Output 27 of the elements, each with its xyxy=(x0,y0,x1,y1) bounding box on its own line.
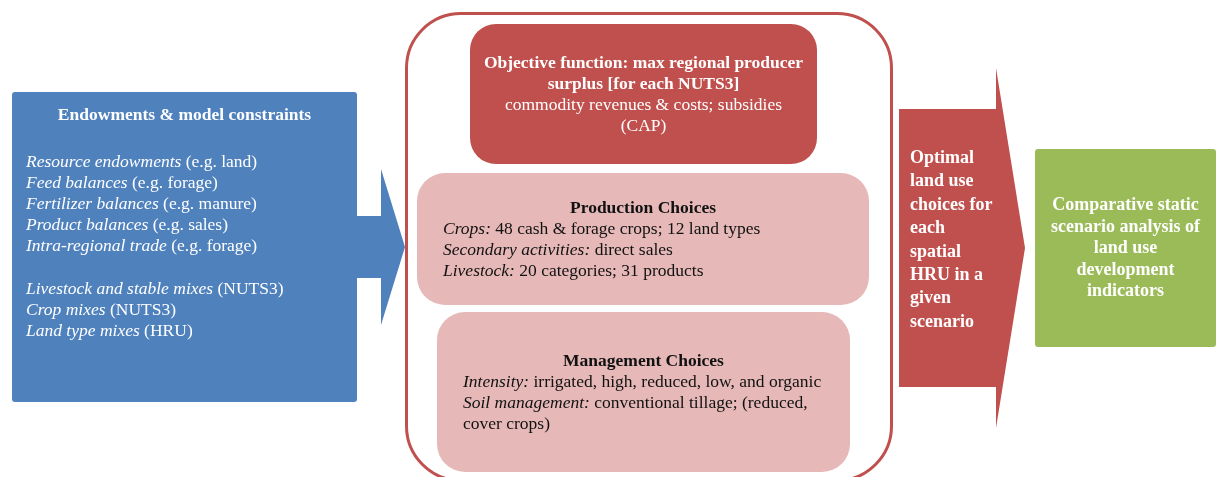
box-text: Crops: 48 cash & forage crops; 12 land types xyxy=(443,218,762,239)
box-text: Livestock: 20 categories; 31 products xyxy=(443,260,705,281)
box-text: Feed balances (e.g. forage) xyxy=(26,172,219,193)
management-box xyxy=(437,312,850,472)
block-arrow xyxy=(357,169,405,325)
production-box xyxy=(417,173,869,305)
box-text: Resource endowments (e.g. land) xyxy=(26,151,259,172)
box-text: Product balances (e.g. sales) xyxy=(26,214,229,235)
edge-label: Optimal land use choices for each spatial HRU in a given scenario xyxy=(910,146,994,333)
box-heading: Management Choices xyxy=(562,350,725,371)
model-container xyxy=(405,12,893,477)
box-text: Land type mixes (HRU) xyxy=(26,320,194,341)
constraints-box xyxy=(12,92,357,402)
box-text: Intra-regional trade (e.g. forage) xyxy=(26,235,259,256)
box-text: commodity revenues & costs; subsidies (CAP) xyxy=(503,94,784,136)
box-text: Livestock and stable mixes (NUTS3) xyxy=(26,278,285,299)
objective-box xyxy=(470,24,817,164)
box-text: Fertilizer balances (e.g. manure) xyxy=(26,193,258,214)
result-box xyxy=(1035,149,1216,347)
box-text: Secondary activities: direct sales xyxy=(443,239,674,260)
box-heading: Production Choices xyxy=(569,197,717,218)
block-arrow xyxy=(899,68,1025,428)
box-heading: Endowments & model constraints xyxy=(56,104,313,125)
box-text: Intensity: irrigated, high, reduced, low, and organic xyxy=(463,371,823,392)
box-text: Crop mixes (NUTS3) xyxy=(26,299,178,320)
box-heading: Comparative static scenario analysis of land use development indicators xyxy=(1050,194,1202,302)
box-text: Soil management: conventional tillage; (reduced, cover crops) xyxy=(463,392,809,434)
